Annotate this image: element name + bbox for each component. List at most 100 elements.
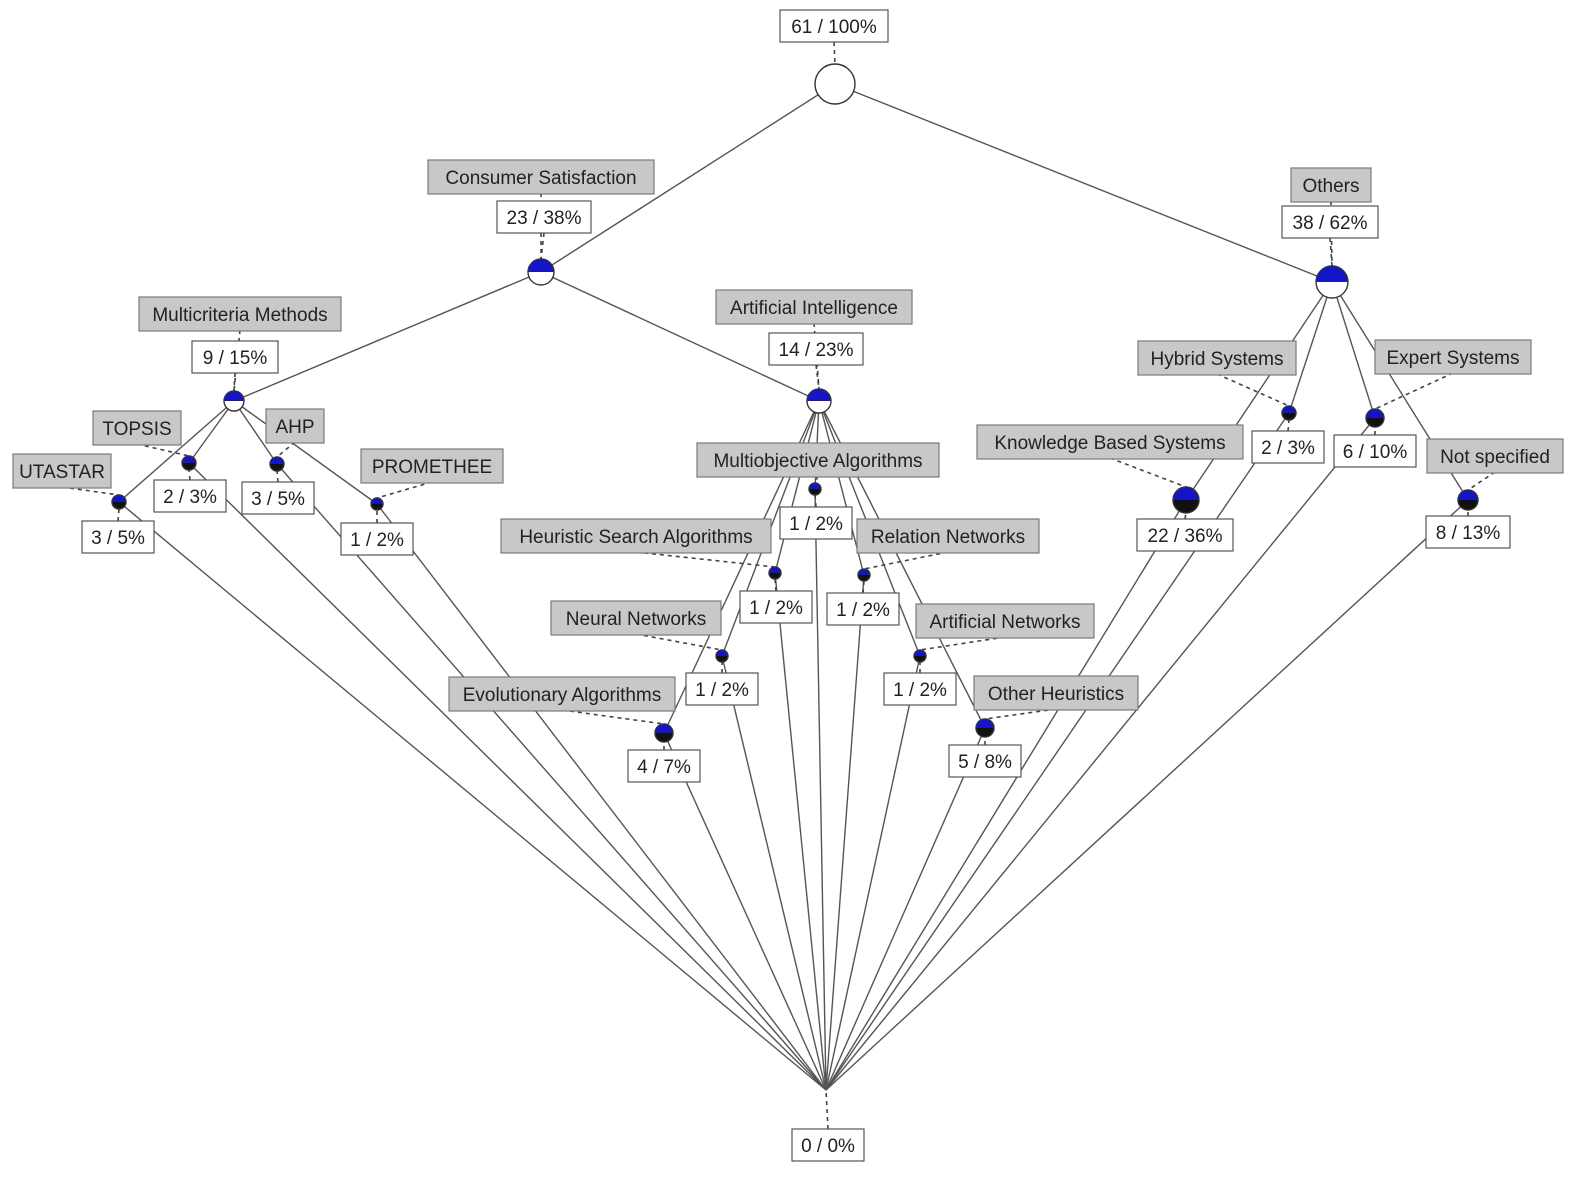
count-es: 6 / 10%	[1343, 442, 1408, 463]
node-kbs-outline	[1172, 486, 1200, 514]
count-ea: 4 / 7%	[637, 757, 691, 778]
node-rn[interactable]	[857, 568, 871, 582]
edge-hsa-bottom	[774, 572, 827, 1091]
node-ns-outline	[1457, 489, 1479, 511]
edge-oh-bottom	[825, 727, 986, 1091]
node-top-outline	[814, 63, 856, 105]
leader-kbs-count	[1184, 512, 1187, 520]
label-box-utastar	[12, 453, 112, 489]
leader-rn-label	[863, 551, 949, 570]
node-ai-top-half	[807, 389, 831, 401]
node-ai[interactable]	[806, 388, 832, 414]
edge-others-kbs	[1185, 281, 1333, 501]
count-utastar: 3 / 5%	[91, 528, 145, 549]
label-moa: Multiobjective Algorithms	[713, 451, 922, 472]
leader-ea-label	[561, 709, 665, 725]
count-rn: 1 / 2%	[836, 600, 890, 621]
label-box-hsa	[500, 518, 772, 554]
leader-hs-count	[1287, 419, 1290, 432]
edge-mcm-topsis	[188, 400, 235, 464]
edge-mcm-ahp	[233, 400, 278, 465]
node-an-outline	[913, 649, 927, 663]
node-top[interactable]	[814, 63, 856, 105]
node-es[interactable]	[1365, 408, 1385, 428]
node-moa-outline	[808, 482, 822, 496]
count-box-rn	[826, 592, 900, 626]
edge-others-hs	[1288, 281, 1333, 414]
count-box-ai	[768, 332, 864, 366]
node-an[interactable]	[913, 649, 927, 663]
node-ns[interactable]	[1457, 489, 1479, 511]
leader-ahp-label	[276, 441, 296, 458]
label-box-promethee	[360, 448, 504, 484]
leader-top-count	[833, 41, 836, 65]
label-consumer: Consumer Satisfaction	[445, 168, 636, 189]
node-others[interactable]	[1315, 265, 1349, 299]
count-moa: 1 / 2%	[789, 514, 843, 535]
leader-utastar-count	[117, 508, 120, 522]
label-box-an	[915, 603, 1095, 639]
edge-moa-bottom	[814, 488, 827, 1091]
count-box-ns	[1425, 515, 1511, 549]
node-others-outline	[1315, 265, 1349, 299]
node-kbs-top-half	[1173, 487, 1199, 500]
node-mcm[interactable]	[223, 390, 245, 412]
label-box-consumer	[427, 159, 655, 195]
label-oh: Other Heuristics	[988, 684, 1124, 705]
node-topsis-bottom-half	[182, 463, 196, 470]
label-box-ns	[1426, 438, 1564, 474]
node-promethee-outline	[370, 497, 384, 511]
node-topsis[interactable]	[181, 455, 197, 471]
edge-consumer-ai	[540, 271, 820, 402]
edge-consumer-mcm	[233, 271, 542, 402]
edge-topsis-bottom	[188, 462, 827, 1091]
edge-ea-bottom	[663, 732, 827, 1091]
node-utastar[interactable]	[111, 494, 127, 510]
node-hs[interactable]	[1281, 405, 1297, 421]
edge-kbs-bottom	[825, 499, 1187, 1091]
label-box-topsis	[92, 410, 182, 446]
label-topsis: TOPSIS	[102, 419, 171, 440]
label-box-oh	[973, 675, 1139, 711]
node-ahp[interactable]	[269, 456, 285, 472]
node-nn[interactable]	[715, 649, 729, 663]
label-hsa: Heuristic Search Algorithms	[519, 527, 752, 548]
label-box-nn	[550, 600, 722, 636]
node-es-top-half	[1366, 409, 1384, 418]
node-promethee[interactable]	[370, 497, 384, 511]
label-box-rn	[856, 518, 1040, 554]
node-ea[interactable]	[654, 723, 674, 743]
label-box-hs	[1137, 340, 1297, 376]
node-hs-outline	[1281, 405, 1297, 421]
node-top-base	[815, 64, 855, 104]
count-hsa: 1 / 2%	[749, 598, 803, 619]
node-consumer-top-half	[528, 259, 554, 272]
node-kbs[interactable]	[1172, 486, 1200, 514]
label-box-mcm	[138, 296, 342, 332]
leader-hsa-label	[635, 551, 776, 568]
node-ea-bottom-half	[655, 733, 673, 742]
count-box-mcm	[191, 340, 279, 374]
node-topsis-top-half	[182, 456, 196, 463]
edge-an-bottom	[825, 655, 921, 1091]
count-mcm: 9 / 15%	[203, 348, 268, 369]
node-utastar-top-half	[112, 495, 126, 502]
count-box-ahp	[241, 481, 315, 515]
count-box-consumer	[496, 200, 592, 234]
label-box-others	[1290, 167, 1372, 203]
edge-ai-hsa	[774, 400, 820, 574]
edge-promethee-bottom	[376, 503, 827, 1091]
node-moa[interactable]	[808, 482, 822, 496]
leader-hsa-count	[774, 578, 777, 592]
node-ns-bottom-half	[1458, 500, 1478, 510]
node-hsa[interactable]	[768, 566, 782, 580]
count-box-others	[1281, 205, 1379, 239]
leader-topsis-label	[136, 443, 190, 457]
count-others: 38 / 62%	[1293, 213, 1368, 234]
node-consumer[interactable]	[527, 258, 555, 286]
count-kbs: 22 / 36%	[1148, 526, 1223, 547]
edge-nn-bottom	[721, 655, 827, 1091]
label-promethee: PROMETHEE	[372, 457, 492, 478]
node-oh[interactable]	[975, 718, 995, 738]
